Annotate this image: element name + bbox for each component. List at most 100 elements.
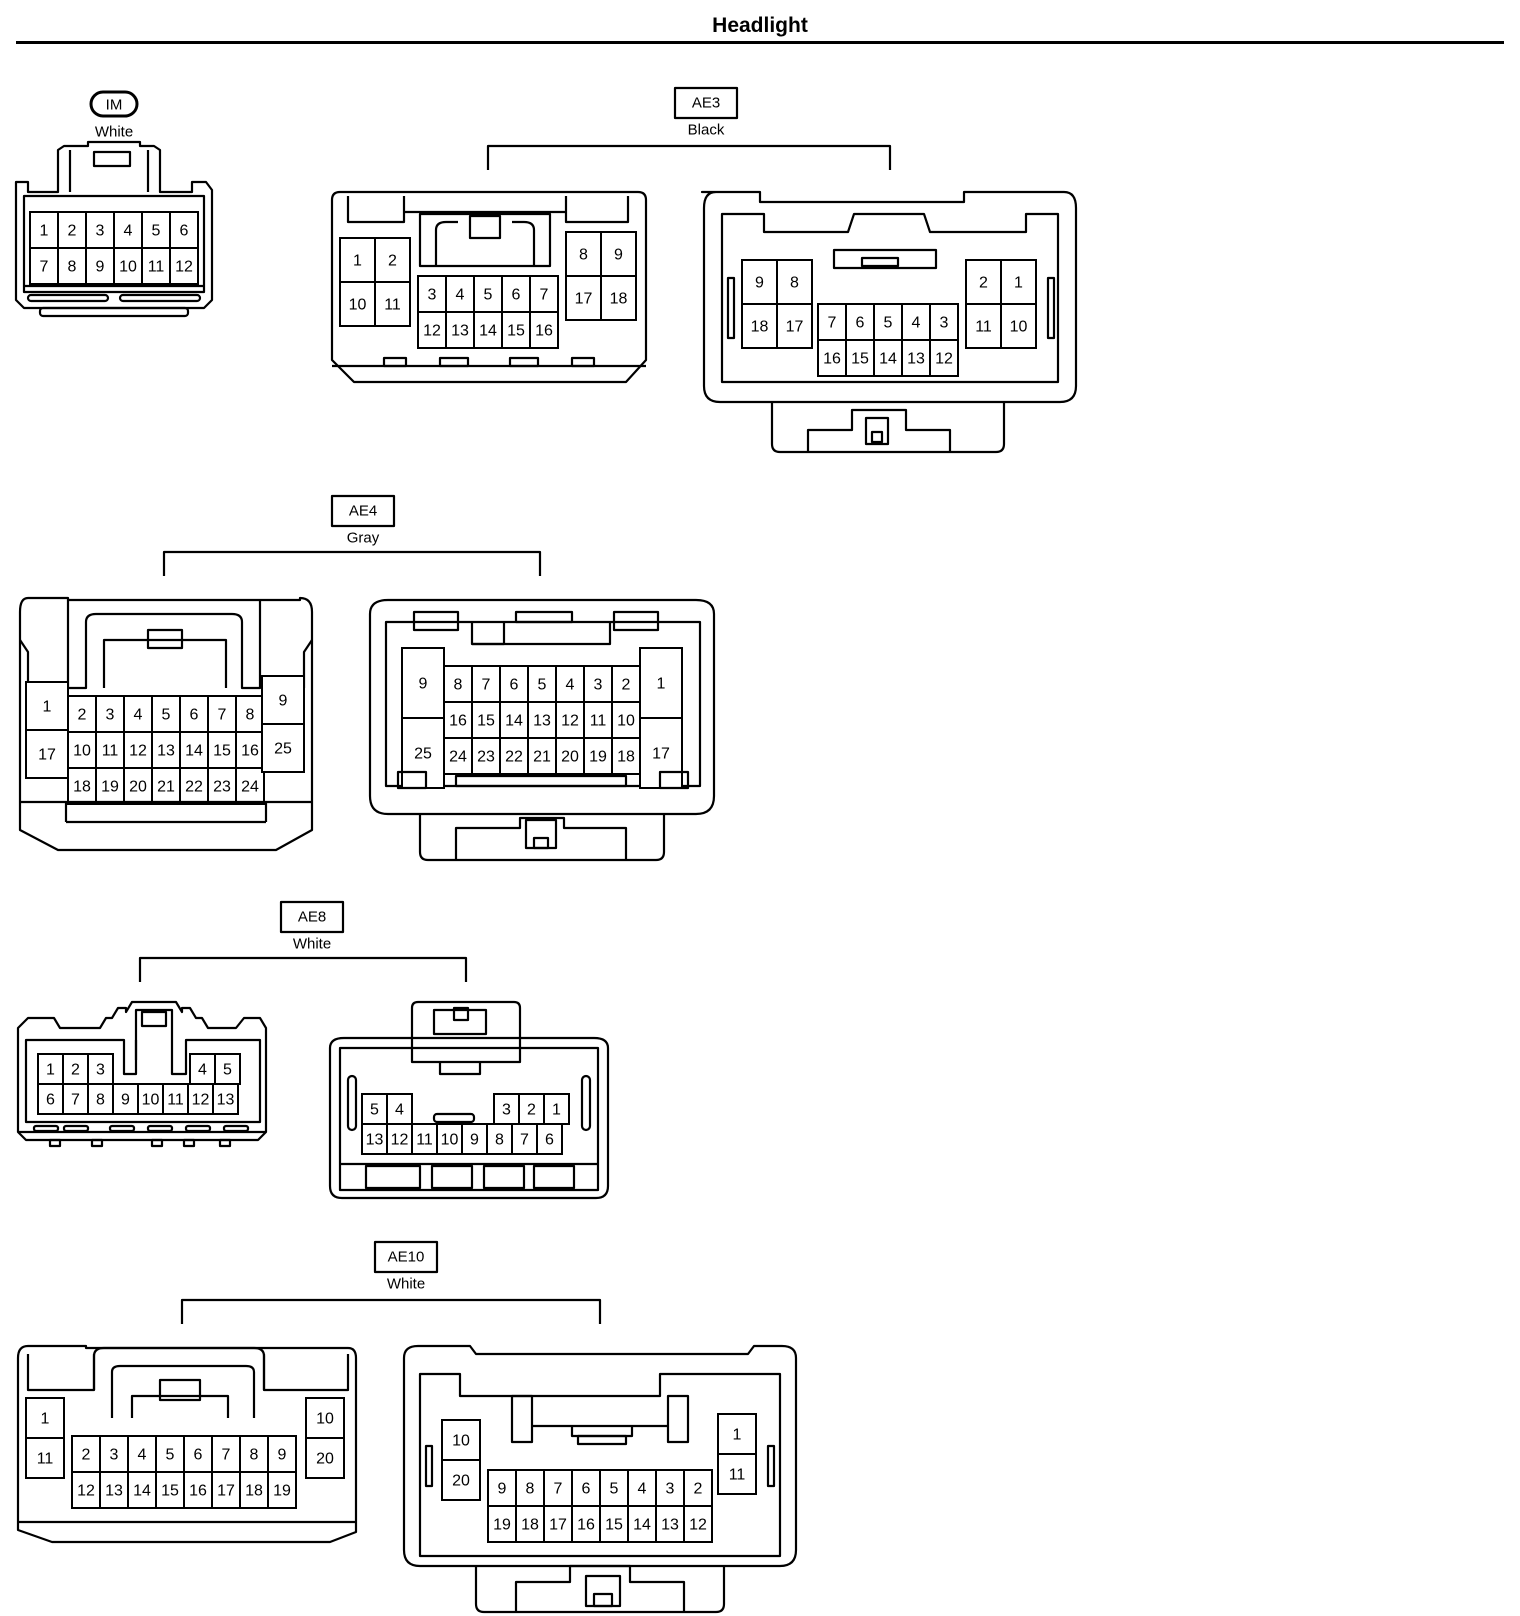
pin-cell	[183, 1471, 213, 1509]
housing-part	[726, 276, 736, 340]
pin-number: 1	[353, 253, 362, 270]
latch-slot	[570, 356, 596, 368]
housing-part	[158, 1378, 202, 1402]
housing-part	[612, 610, 660, 632]
housing-part	[864, 416, 890, 446]
pin-number: 9	[96, 259, 105, 276]
pin-number: 13	[533, 713, 551, 730]
housing-outline	[66, 600, 262, 690]
pin-cell	[169, 211, 199, 249]
pin-number: 15	[605, 1517, 623, 1534]
pin-cell	[527, 701, 557, 739]
pin-cell	[527, 665, 557, 703]
housing-outline	[418, 814, 666, 862]
pin-number: 1	[657, 676, 666, 693]
housing-outline	[512, 220, 536, 266]
housing-outline	[368, 598, 716, 816]
pin-cell	[417, 275, 447, 313]
pin-number: 8	[96, 1092, 105, 1109]
pin-number: 2	[527, 1102, 536, 1119]
pin-number: 12	[935, 351, 953, 368]
housing-outline	[384, 620, 702, 788]
pin-cell	[499, 737, 529, 775]
pin-number: 18	[73, 779, 91, 796]
latch-rail	[38, 306, 190, 318]
pin-cell	[87, 1083, 114, 1115]
title-rule	[16, 41, 1504, 44]
pin-cell	[741, 303, 778, 349]
pin-number: 11	[148, 259, 165, 276]
pin-cell	[599, 1469, 629, 1507]
housing-outline	[438, 1062, 482, 1076]
housing-outline	[346, 196, 406, 224]
pin-number: 5	[538, 677, 547, 694]
pin-cell	[965, 259, 1002, 305]
pin-number: 7	[218, 707, 227, 724]
pin-number: 3	[502, 1102, 511, 1119]
latch-slot	[432, 1112, 476, 1124]
pin-number: 9	[121, 1092, 130, 1109]
pin-number: 5	[610, 1481, 619, 1498]
pin-number: 7	[540, 287, 549, 304]
pin-number: 21	[533, 749, 551, 766]
pin-number: 6	[512, 287, 521, 304]
pin-cell	[473, 311, 503, 349]
pin-number: 5	[162, 707, 171, 724]
pin-number: 1	[46, 1062, 55, 1079]
pin-number: 3	[96, 223, 105, 240]
pin-cell	[441, 1459, 481, 1501]
pin-cell	[1000, 303, 1037, 349]
pin-number: 11	[590, 713, 607, 730]
pin-number: 4	[912, 315, 921, 332]
pin-number: 6	[510, 677, 519, 694]
pin-number: 15	[477, 713, 495, 730]
pin-cell	[717, 1453, 757, 1495]
pin-cell	[25, 729, 69, 779]
pin-number: 2	[694, 1481, 703, 1498]
pin-number: 5	[166, 1447, 175, 1464]
pin-number: 2	[622, 677, 631, 694]
pin-cell	[571, 1505, 601, 1543]
pin-number: 10	[617, 713, 635, 730]
pin-number: 15	[213, 743, 231, 760]
pin-number: 8	[250, 1447, 259, 1464]
housing-outline	[806, 408, 952, 452]
pin-cell	[95, 731, 125, 769]
pin-number: 3	[106, 707, 115, 724]
pin-number: 2	[68, 223, 77, 240]
pin-number: 18	[617, 749, 635, 766]
pin-number: 9	[279, 693, 288, 710]
pin-number: 14	[879, 351, 897, 368]
housing-part	[666, 1394, 690, 1444]
pin-number: 18	[610, 291, 628, 308]
pin-cell	[95, 767, 125, 805]
housing-outline	[130, 1394, 230, 1418]
pin-cell	[611, 701, 641, 739]
pin-cell	[29, 247, 59, 285]
pin-cell	[543, 1505, 573, 1543]
pin-cell	[67, 731, 97, 769]
pin-number: 12	[423, 323, 441, 340]
housing-part	[454, 774, 628, 788]
pin-cell	[25, 1437, 65, 1479]
pin-number: 5	[884, 315, 893, 332]
connector-id: AE8	[298, 909, 326, 926]
pin-cell	[555, 737, 585, 775]
pin-number: 4	[566, 677, 575, 694]
pin-cell	[929, 339, 959, 377]
pin-number: 7	[482, 677, 491, 694]
pin-number: 11	[729, 1467, 746, 1484]
housing-part	[1046, 276, 1056, 340]
pin-cell	[717, 1413, 757, 1455]
pin-cell	[207, 767, 237, 805]
housing-outline	[14, 140, 214, 310]
pin-number: 9	[470, 1132, 479, 1149]
pin-number: 5	[152, 223, 161, 240]
housing-part	[532, 836, 550, 850]
connector-color: Gray	[347, 530, 380, 547]
connector-id: AE4	[349, 503, 377, 520]
pin-number: 13	[366, 1132, 384, 1149]
pin-cell	[518, 1093, 545, 1125]
pin-number: 14	[133, 1483, 151, 1500]
